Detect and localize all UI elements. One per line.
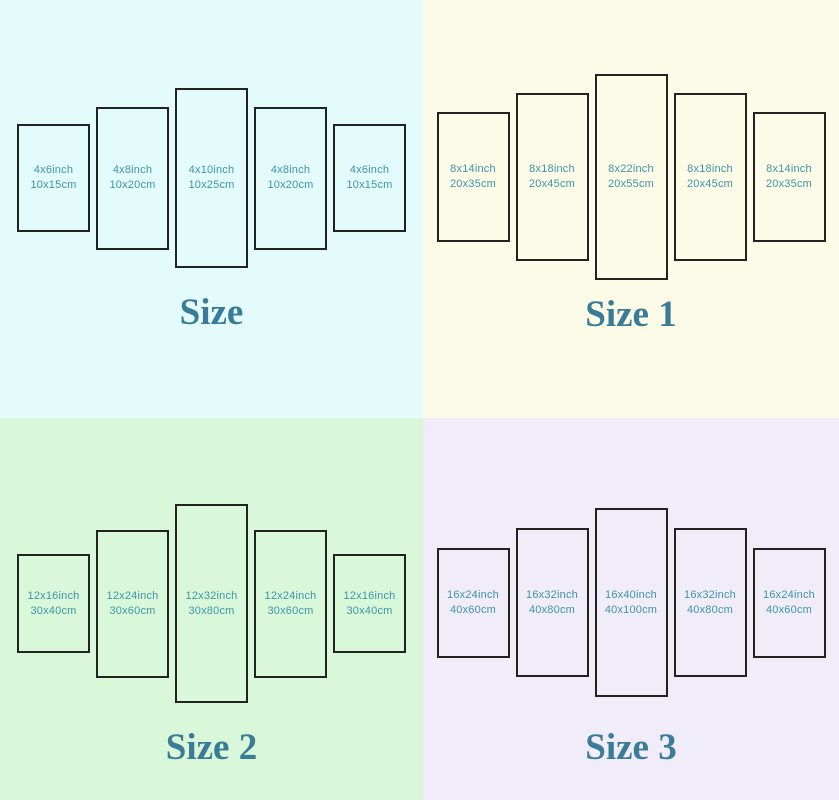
panel-size-inch: 8x22inch bbox=[608, 163, 654, 175]
panel-size-text: 16x32inch 40x80cm bbox=[526, 588, 578, 618]
panel-size-inch: 12x32inch bbox=[185, 589, 238, 602]
size-label: Size 2 bbox=[165, 727, 258, 768]
canvas-panel-4: 16x32inch 40x80cm bbox=[673, 528, 747, 677]
panel-size-inch: 16x32inch bbox=[684, 588, 736, 601]
canvas-panel-3: 16x40inch 40x100cm bbox=[594, 508, 668, 697]
panel-size-inch: 12x24inch bbox=[106, 589, 159, 602]
panel-size-cm: 20x35cm bbox=[765, 178, 813, 190]
panel-size-inch: 4x10inch bbox=[188, 164, 235, 176]
panel-size-cm: 40x60cm bbox=[449, 603, 497, 616]
canvas-panel-1: 12x16inch 30x40cm bbox=[17, 554, 90, 653]
panel-size-cm: 20x55cm bbox=[607, 178, 655, 190]
panel-row: 4x6inch 10x15cm 4x8inch 10x20cm 4x10inch… bbox=[0, 88, 423, 268]
panel-size-inch: 4x6inch bbox=[349, 164, 390, 176]
size-label: Size 3 bbox=[585, 727, 677, 768]
canvas-panel-1: 8x14inch 20x35cm bbox=[436, 112, 510, 242]
panel-size-text: 8x18inch 20x45cm bbox=[687, 162, 733, 192]
panel-size-inch: 12x24inch bbox=[264, 589, 317, 602]
panel-size-cm: 10x20cm bbox=[267, 179, 314, 191]
panel-size-text: 8x18inch 20x45cm bbox=[529, 162, 575, 192]
panel-size-cm: 10x20cm bbox=[109, 179, 156, 191]
panel-size-cm: 30x80cm bbox=[188, 604, 235, 617]
quadrant-size-2: 12x16inch 30x40cm 12x24inch 30x60cm 12x3… bbox=[0, 418, 423, 800]
canvas-panel-4: 12x24inch 30x60cm bbox=[254, 529, 327, 678]
panel-row: 16x24inch 40x60cm 16x32inch 40x80cm 16x4… bbox=[423, 508, 839, 697]
panel-size-text: 16x24inch 40x60cm bbox=[763, 588, 815, 618]
canvas-panel-3: 12x32inch 30x80cm bbox=[175, 504, 248, 703]
panel-size-inch: 4x8inch bbox=[270, 164, 311, 176]
panel-size-cm: 30x40cm bbox=[30, 604, 77, 617]
panel-size-cm: 30x60cm bbox=[109, 604, 156, 617]
panel-size-cm: 40x60cm bbox=[765, 603, 813, 616]
panel-size-inch: 4x8inch bbox=[112, 164, 153, 176]
panel-size-text: 16x40inch 40x100cm bbox=[605, 588, 657, 618]
canvas-panel-2: 12x24inch 30x60cm bbox=[96, 529, 169, 678]
panel-size-inch: 16x40inch bbox=[605, 588, 657, 601]
canvas-panel-3: 8x22inch 20x55cm bbox=[594, 74, 668, 280]
panel-size-cm: 20x45cm bbox=[686, 178, 734, 190]
panel-size-text: 4x6inch 10x15cm bbox=[30, 163, 76, 193]
panel-row: 12x16inch 30x40cm 12x24inch 30x60cm 12x3… bbox=[0, 504, 423, 703]
canvas-panel-5: 12x16inch 30x40cm bbox=[333, 554, 406, 653]
quadrant-size-3: 16x24inch 40x60cm 16x32inch 40x80cm 16x4… bbox=[423, 418, 839, 800]
canvas-panel-5: 4x6inch 10x15cm bbox=[333, 124, 406, 232]
panel-size-text: 8x14inch 20x35cm bbox=[766, 162, 812, 192]
panel-size-inch: 4x6inch bbox=[33, 164, 74, 176]
panel-size-cm: 20x35cm bbox=[449, 178, 497, 190]
panel-size-text: 12x24inch 30x60cm bbox=[107, 589, 159, 619]
panel-size-cm: 30x60cm bbox=[267, 604, 314, 617]
panel-size-text: 16x24inch 40x60cm bbox=[447, 588, 499, 618]
canvas-panel-4: 8x18inch 20x45cm bbox=[673, 93, 747, 261]
panel-size-cm: 30x40cm bbox=[346, 604, 393, 617]
panel-size-inch: 16x32inch bbox=[526, 588, 578, 601]
panel-size-text: 4x10inch 10x25cm bbox=[188, 163, 234, 193]
panel-row: 8x14inch 20x35cm 8x18inch 20x45cm 8x22in… bbox=[423, 74, 839, 280]
quadrant-size-1: 8x14inch 20x35cm 8x18inch 20x45cm 8x22in… bbox=[423, 0, 839, 418]
panel-size-cm: 20x45cm bbox=[528, 178, 576, 190]
quadrant-size: 4x6inch 10x15cm 4x8inch 10x20cm 4x10inch… bbox=[0, 0, 423, 418]
panel-size-text: 12x32inch 30x80cm bbox=[186, 589, 238, 619]
canvas-panel-1: 16x24inch 40x60cm bbox=[436, 547, 510, 658]
size-label: Size 1 bbox=[585, 294, 677, 335]
canvas-panel-5: 8x14inch 20x35cm bbox=[752, 112, 826, 242]
panel-size-cm: 10x25cm bbox=[188, 179, 235, 191]
panel-size-text: 16x32inch 40x80cm bbox=[684, 588, 736, 618]
panel-size-inch: 12x16inch bbox=[343, 589, 396, 602]
panel-size-inch: 8x14inch bbox=[450, 163, 496, 175]
panel-size-inch: 8x18inch bbox=[529, 163, 575, 175]
panel-size-text: 12x16inch 30x40cm bbox=[344, 589, 396, 619]
panel-size-text: 4x8inch 10x20cm bbox=[109, 163, 155, 193]
panel-size-text: 8x14inch 20x35cm bbox=[450, 162, 496, 192]
panel-size-inch: 8x14inch bbox=[766, 163, 812, 175]
panel-size-text: 4x6inch 10x15cm bbox=[346, 163, 392, 193]
panel-size-text: 12x24inch 30x60cm bbox=[265, 589, 317, 619]
canvas-panel-4: 4x8inch 10x20cm bbox=[254, 106, 327, 250]
panel-size-inch: 16x24inch bbox=[763, 588, 815, 601]
panel-size-text: 8x22inch 20x55cm bbox=[608, 162, 654, 192]
panel-size-cm: 10x15cm bbox=[346, 179, 393, 191]
canvas-panel-5: 16x24inch 40x60cm bbox=[752, 547, 826, 658]
canvas-panel-2: 16x32inch 40x80cm bbox=[515, 528, 589, 677]
canvas-panel-1: 4x6inch 10x15cm bbox=[17, 124, 90, 232]
panel-size-cm: 40x80cm bbox=[686, 603, 734, 616]
panel-size-inch: 8x18inch bbox=[687, 163, 733, 175]
canvas-panel-2: 8x18inch 20x45cm bbox=[515, 93, 589, 261]
canvas-panel-3: 4x10inch 10x25cm bbox=[175, 88, 248, 268]
panel-size-cm: 40x80cm bbox=[528, 603, 576, 616]
panel-size-inch: 12x16inch bbox=[27, 589, 80, 602]
size-label: Size bbox=[179, 292, 244, 333]
panel-size-text: 12x16inch 30x40cm bbox=[28, 589, 80, 619]
panel-size-cm: 10x15cm bbox=[30, 179, 77, 191]
panel-size-cm: 40x100cm bbox=[604, 603, 658, 616]
canvas-panel-2: 4x8inch 10x20cm bbox=[96, 106, 169, 250]
panel-size-text: 4x8inch 10x20cm bbox=[267, 163, 313, 193]
panel-size-inch: 16x24inch bbox=[447, 588, 499, 601]
